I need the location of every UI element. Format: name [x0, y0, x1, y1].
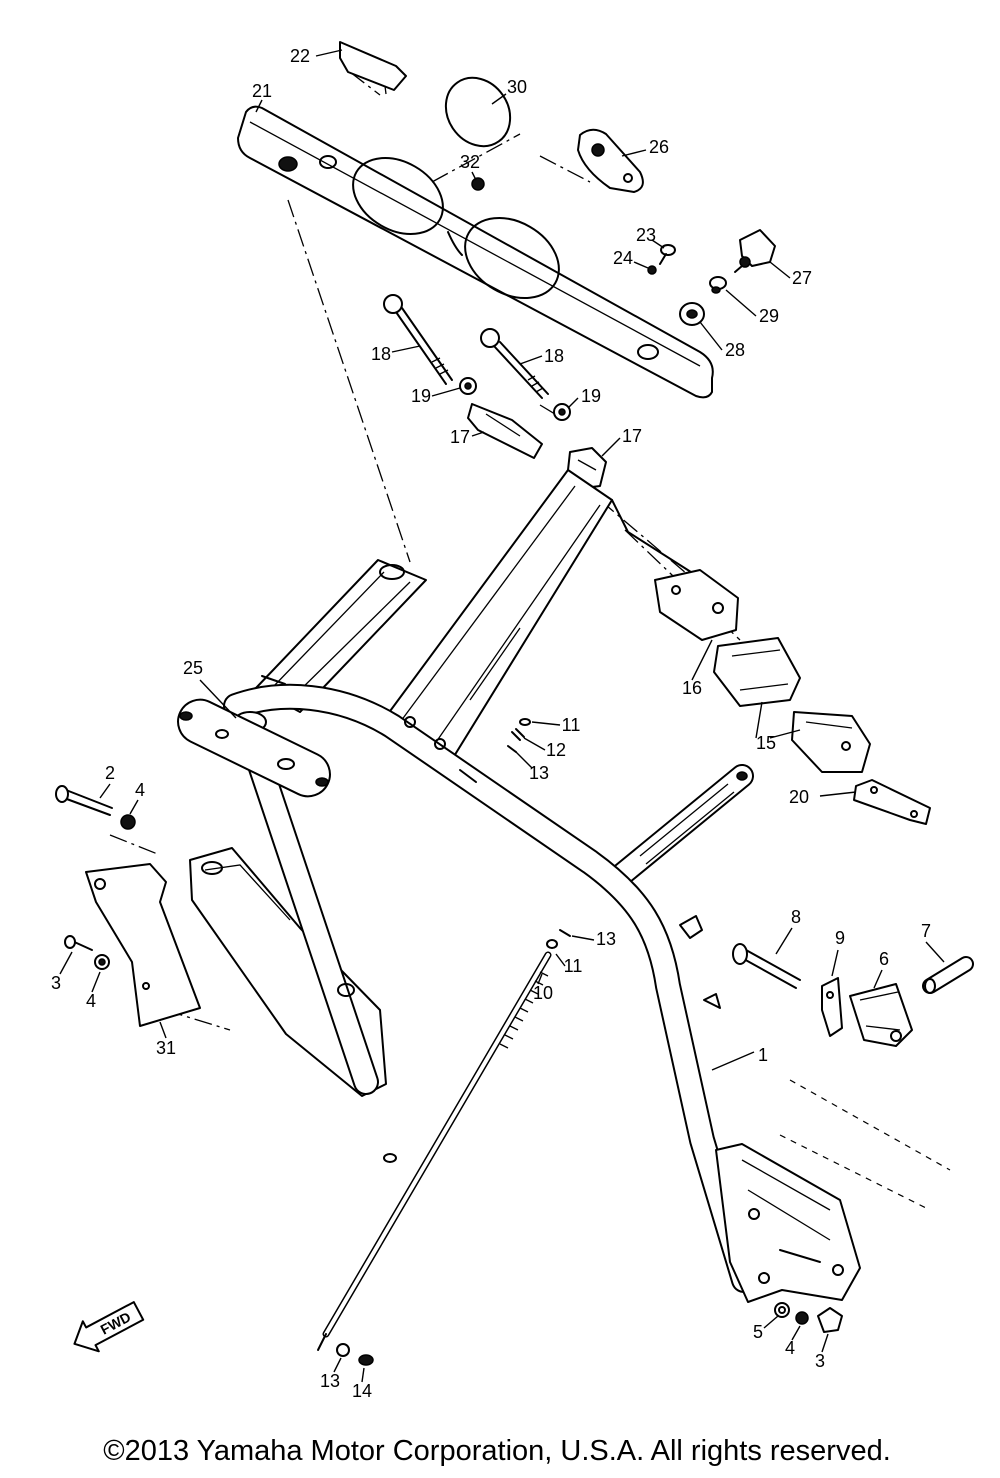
part-20-bar — [853, 779, 931, 825]
fwd-arrow: FWD — [73, 1301, 145, 1353]
callout-label: 25 — [183, 658, 203, 678]
callout-label: 10 — [533, 983, 553, 1003]
callout-label: 17 — [622, 426, 642, 446]
callout-label: 31 — [156, 1038, 176, 1058]
part-4-washer — [120, 814, 136, 830]
callout-label: 23 — [636, 225, 656, 245]
part-13-pin — [559, 929, 571, 937]
part-31-plate — [85, 863, 201, 1027]
part-25-plate — [177, 698, 331, 798]
callout-label: 6 — [879, 949, 889, 969]
callout-label: 21 — [252, 81, 272, 101]
callout-label: 17 — [450, 427, 470, 447]
callout-label: 4 — [785, 1338, 795, 1358]
part-21-meter-panel — [237, 105, 714, 399]
part-9-bracket — [821, 977, 843, 1037]
part-4-washer — [795, 1311, 809, 1325]
lower-right-bracket — [715, 1143, 861, 1303]
part-15-mount — [791, 711, 871, 773]
callout-label: 20 — [789, 787, 809, 807]
callout-label: 30 — [507, 77, 527, 97]
copyright-notice: ©2013 Yamaha Motor Corporation, U.S.A. A… — [103, 1435, 891, 1467]
part-2-bolt — [55, 785, 113, 816]
callout-label: 27 — [792, 268, 812, 288]
part-14-nut — [358, 1354, 374, 1366]
part-32-nut — [471, 177, 485, 191]
callout-label: 9 — [835, 928, 845, 948]
callout-label: 24 — [613, 248, 633, 268]
callout-label: 29 — [759, 306, 779, 326]
callout-label: 3 — [51, 973, 61, 993]
callout-label: 5 — [753, 1322, 763, 1342]
part-30-lens — [444, 76, 512, 148]
callout-label: 13 — [320, 1371, 340, 1391]
part-11-clip — [546, 939, 558, 949]
part-27-knob — [734, 229, 776, 273]
callout-label: 8 — [791, 907, 801, 927]
part-17-bracket — [467, 403, 543, 459]
callout-label: 4 — [86, 991, 96, 1011]
part-19-washer — [459, 377, 477, 395]
part-22-tag — [339, 41, 407, 95]
part-28-grommet — [679, 302, 705, 326]
part-7-pin — [922, 956, 974, 994]
part-11-clip — [519, 718, 531, 726]
callout-label: 32 — [460, 152, 480, 172]
part-23-screw — [659, 244, 676, 265]
part-24-washer — [647, 265, 657, 275]
part-8-bolt — [732, 943, 801, 989]
part-10-rod — [317, 951, 552, 1351]
callout-label: 2 — [105, 763, 115, 783]
callout-label: 18 — [544, 346, 564, 366]
right-strut — [608, 764, 754, 888]
part-16-bracket — [654, 569, 739, 641]
callout-label: 7 — [921, 921, 931, 941]
part-6-block — [849, 983, 913, 1047]
callout-label: 19 — [411, 386, 431, 406]
part-18-bolt — [383, 294, 453, 385]
callout-label: 22 — [290, 46, 310, 66]
callout-label: 12 — [546, 740, 566, 760]
part-12-spring — [511, 728, 525, 741]
part-15-mount — [713, 637, 801, 707]
callout-label: 14 — [352, 1381, 372, 1401]
leader-lines — [59, 49, 945, 1383]
part-13-washer — [336, 1343, 350, 1357]
assembly-dash-lines — [109, 71, 951, 1211]
callout-label: 18 — [371, 344, 391, 364]
callout-label: 13 — [596, 929, 616, 949]
callout-label: 26 — [649, 137, 669, 157]
callout-label: 1 — [758, 1045, 768, 1065]
callout-labels: 22 21 30 26 32 23 24 27 29 28 18 18 19 1… — [51, 46, 931, 1401]
callout-label: 28 — [725, 340, 745, 360]
part-13-pin — [507, 745, 517, 753]
part-4-washer — [94, 954, 110, 970]
callout-label: 19 — [581, 386, 601, 406]
callout-label: 11 — [562, 715, 581, 735]
callout-label: 4 — [135, 780, 145, 800]
callout-label: 15 — [756, 733, 776, 753]
part-18-bolt — [480, 328, 549, 399]
part-3-bolt — [64, 935, 93, 951]
part-3-bolt — [817, 1307, 843, 1333]
callout-label: 11 — [564, 956, 583, 976]
part-5-washer — [774, 1302, 790, 1318]
part-19-washer — [553, 403, 571, 421]
part-26-cover — [577, 128, 644, 193]
part-29-washer — [709, 276, 727, 294]
callout-label: 13 — [529, 763, 549, 783]
callout-label: 16 — [682, 678, 702, 698]
callout-label: 3 — [815, 1351, 825, 1371]
